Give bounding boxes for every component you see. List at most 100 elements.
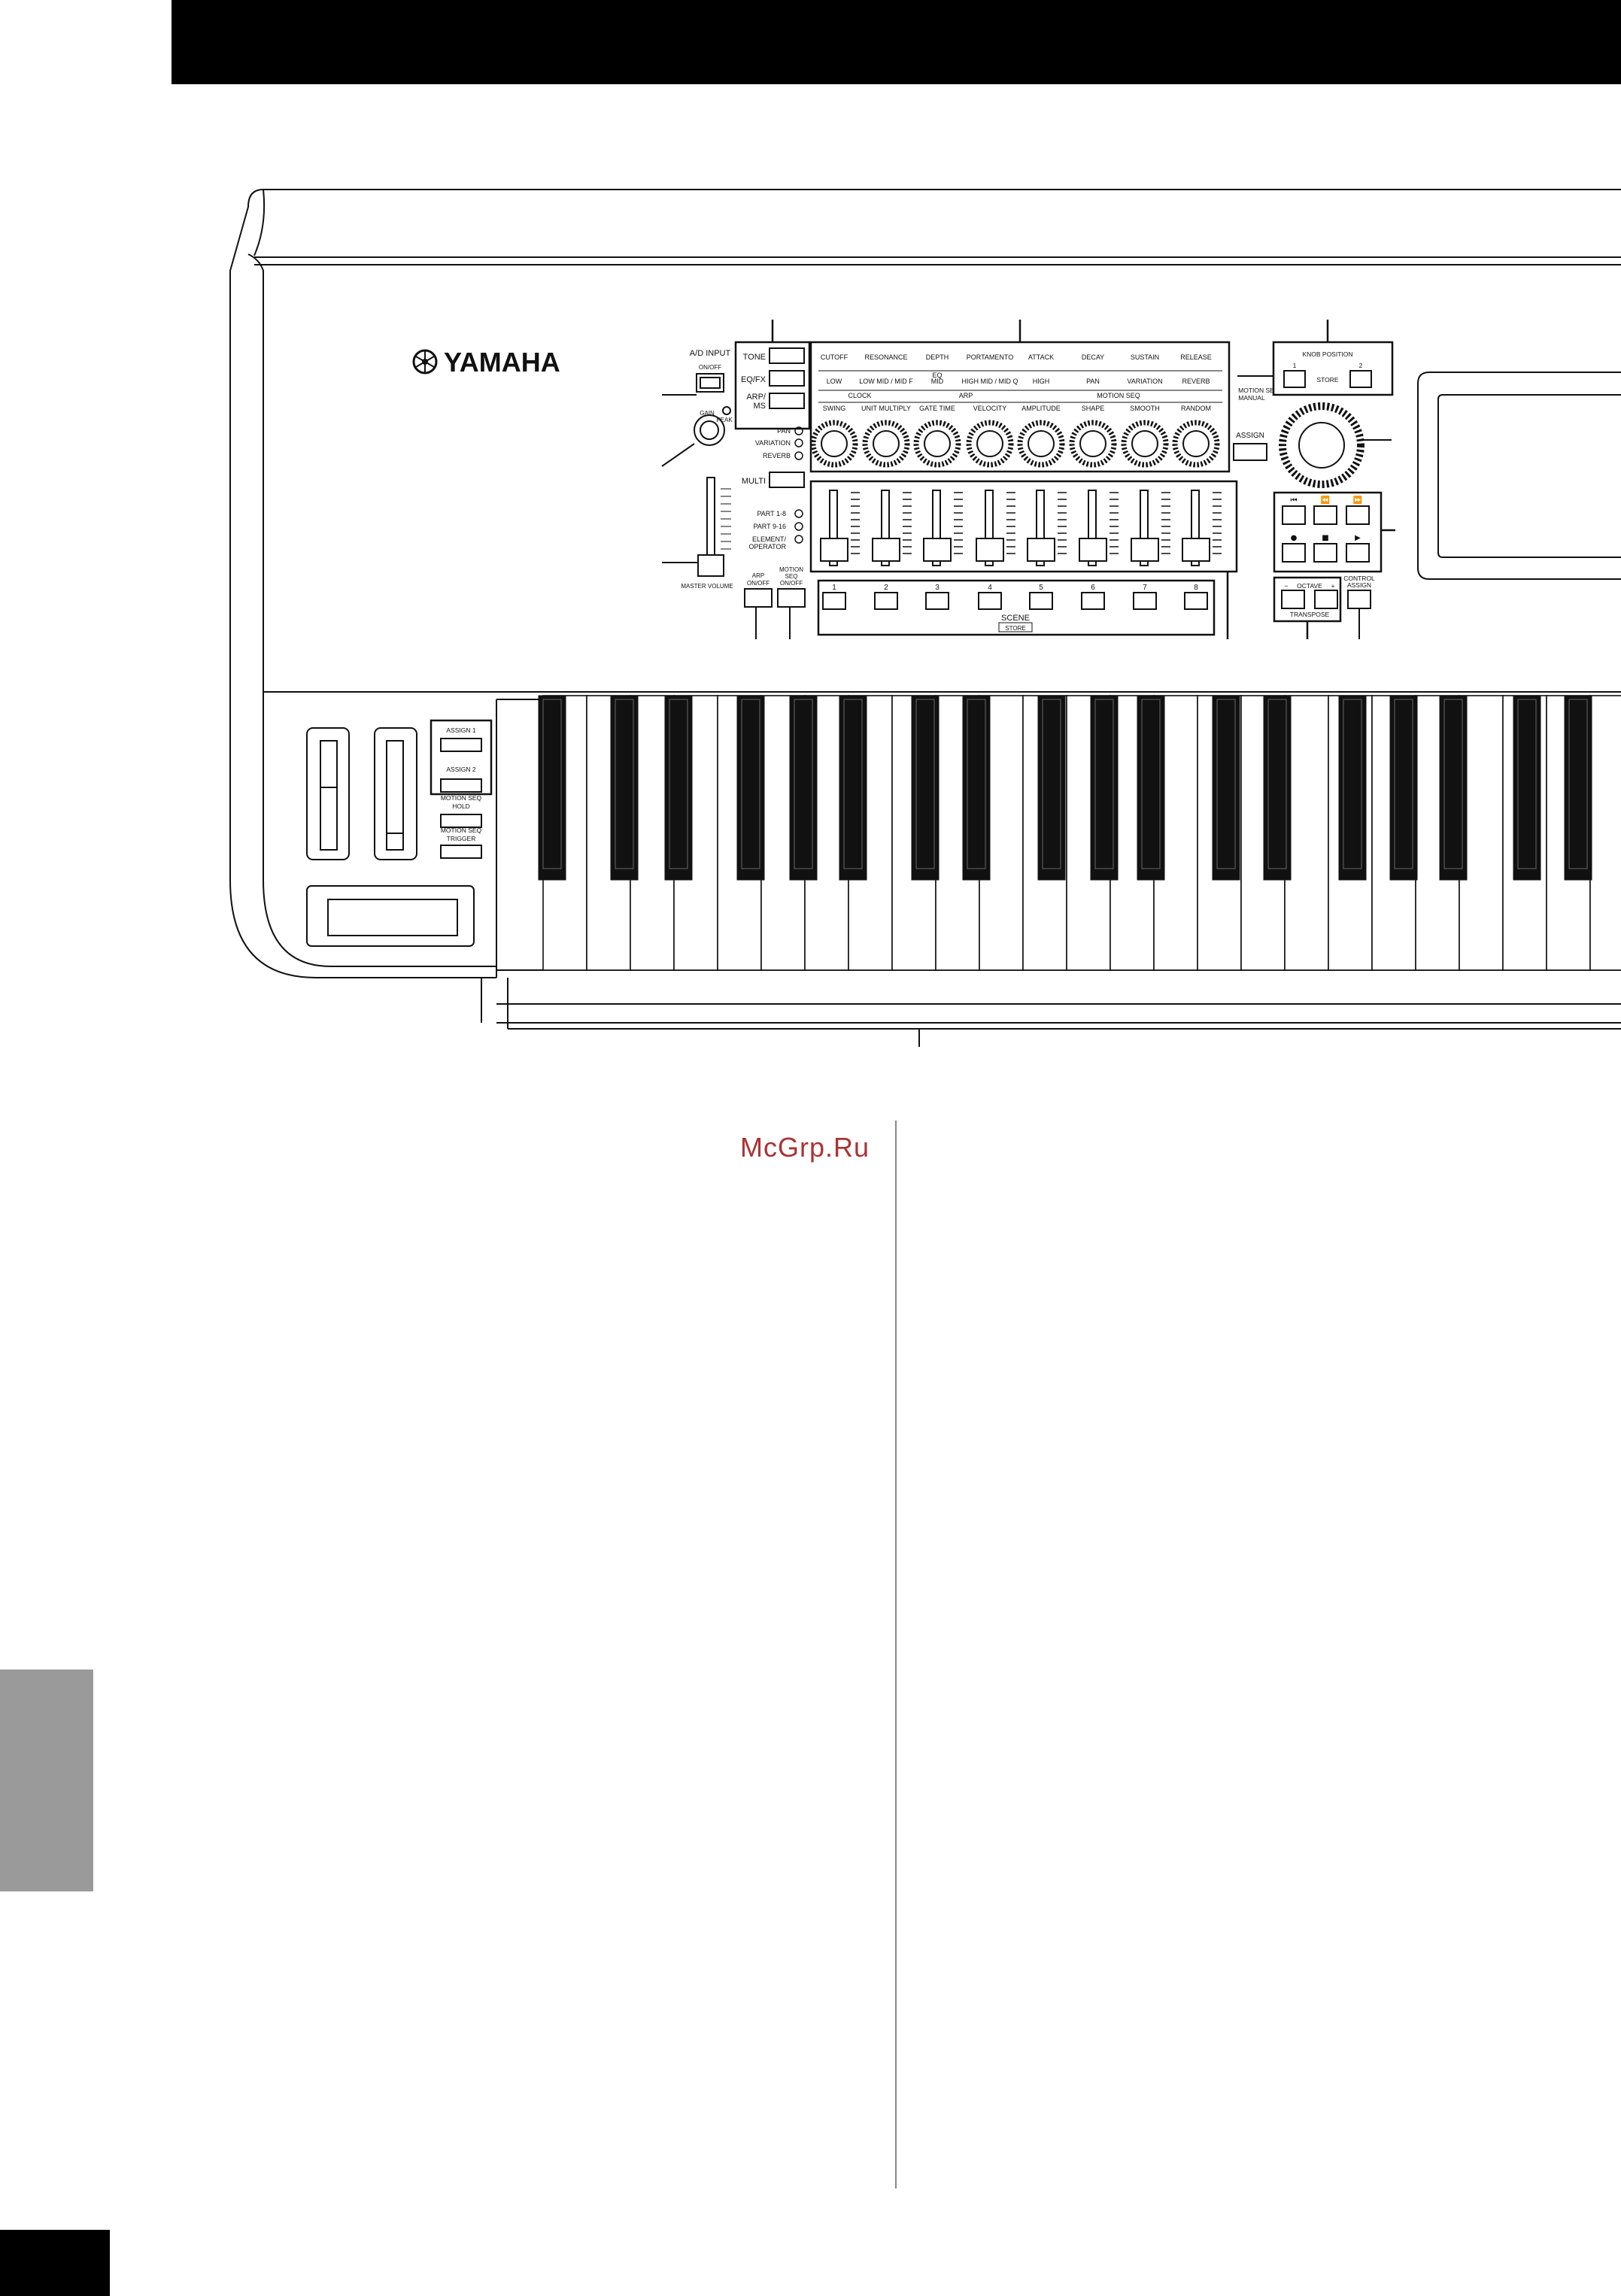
- rewind-icon: ⏪: [1321, 495, 1330, 505]
- scene-number: 4: [988, 584, 992, 592]
- ms-trigger-label: MOTION SEQ: [441, 826, 482, 834]
- scene-number: 7: [1143, 584, 1147, 592]
- scene-button[interactable]: [1081, 592, 1105, 610]
- slider-handle[interactable]: [820, 538, 848, 562]
- kp2-label: 2: [1359, 362, 1363, 369]
- knob-label: RELEASE: [1180, 353, 1212, 361]
- watermark: McGrp.Ru: [740, 1132, 870, 1163]
- ms-on-off-label-3: ON/OFF: [780, 580, 803, 587]
- octave-label: OCTAVE: [1297, 582, 1322, 590]
- ad-input-label: A/D INPUT: [690, 349, 731, 358]
- slider-track[interactable]: [1140, 490, 1149, 566]
- transpose-label: TRANSPOSE: [1290, 611, 1330, 618]
- knob[interactable]: [913, 420, 961, 468]
- slider-track[interactable]: [1036, 490, 1045, 566]
- knob-cap: [1131, 430, 1158, 457]
- scene-number: 6: [1091, 584, 1095, 592]
- ms-manual-label: MOTION SE: [1238, 387, 1274, 394]
- arp-ms-label: ARP/: [746, 393, 766, 402]
- scene-button[interactable]: [822, 592, 846, 610]
- knob[interactable]: [810, 420, 858, 468]
- slider-handle[interactable]: [1079, 538, 1107, 562]
- scene-button[interactable]: [925, 592, 949, 610]
- slider-track[interactable]: [829, 490, 838, 566]
- knob-label: RANDOM: [1181, 405, 1211, 412]
- knob[interactable]: [966, 420, 1014, 468]
- arp-on-off-label-2: ON/OFF: [747, 580, 770, 587]
- knob[interactable]: [1121, 420, 1169, 468]
- scene-button[interactable]: [874, 592, 898, 610]
- control-assign-label-2: ASSIGN: [1347, 581, 1371, 589]
- scene-number: 8: [1194, 584, 1198, 592]
- fast-forward-icon: ⏩: [1353, 495, 1362, 505]
- play-icon: ▶: [1355, 534, 1361, 542]
- knob-label: RESONANCE: [864, 353, 907, 361]
- page-number-box: [0, 2230, 110, 2296]
- slider-handle[interactable]: [923, 538, 952, 562]
- knob-label: HIGH MID / MID Q: [962, 378, 1018, 385]
- kp-store-label: STORE: [1316, 376, 1338, 384]
- slider-track[interactable]: [1088, 490, 1097, 566]
- jump-start-icon: ⏮: [1291, 496, 1298, 505]
- scene-number: 5: [1039, 584, 1043, 592]
- knob-label: HIGH: [1033, 378, 1050, 385]
- octave-minus: −: [1285, 582, 1289, 590]
- knob-position-label: KNOB POSITION: [1302, 350, 1352, 358]
- scene-button[interactable]: [1133, 592, 1157, 610]
- element-label: ELEMENT/: [752, 535, 787, 543]
- slider-track[interactable]: [1191, 490, 1200, 566]
- scene-label: SCENE: [1001, 614, 1030, 623]
- kp1-label: 1: [1293, 362, 1297, 369]
- knob-label: PAN: [1086, 378, 1100, 385]
- knob-label: VARIATION: [1127, 378, 1162, 385]
- knob-label: MID: [931, 378, 944, 385]
- scene-number: 2: [884, 584, 888, 592]
- eq-fx-label: EQ/FX: [741, 375, 766, 384]
- slider-track[interactable]: [985, 490, 994, 566]
- slider-track[interactable]: [881, 490, 890, 566]
- knob[interactable]: [1069, 420, 1117, 468]
- knob-cap: [1182, 430, 1210, 457]
- knob-label: DEPTH: [926, 353, 949, 361]
- knob[interactable]: [862, 420, 910, 468]
- keyboard-panel-diagram: ASSIGN 1 ASSIGN 2 MOTION SEQ HOLD MOTION…: [229, 189, 1621, 1047]
- section-tab: [0, 1670, 93, 1891]
- knob-label: CUTOFF: [821, 353, 848, 361]
- slider-handle[interactable]: [872, 538, 900, 562]
- stop-icon: ■: [1322, 534, 1328, 542]
- knob-label: SHAPE: [1082, 405, 1105, 412]
- scene-button[interactable]: [978, 592, 1002, 610]
- slider-handle[interactable]: [976, 538, 1004, 562]
- knob-cap: [1079, 430, 1106, 457]
- arp-on-off-label: ARP: [752, 572, 764, 579]
- slider-handle[interactable]: [1027, 538, 1055, 562]
- knob-cap: [1028, 430, 1055, 457]
- ms-hold-label: MOTION SEQ: [441, 794, 482, 802]
- knob-cap: [873, 430, 900, 457]
- knob-label: VELOCITY: [973, 405, 1007, 412]
- knob-cap: [976, 430, 1003, 457]
- multi-label: MULTI: [742, 477, 766, 486]
- eq-header: EQ: [932, 372, 942, 379]
- ms-on-off-label: MOTION: [779, 566, 803, 573]
- knob[interactable]: [1017, 420, 1065, 468]
- ms-on-off-label-2: SEQ: [785, 573, 798, 580]
- scene-button[interactable]: [1184, 592, 1208, 610]
- operator-label: OPERATOR: [748, 543, 786, 550]
- knob[interactable]: [1172, 420, 1220, 468]
- tone-label: TONE: [743, 353, 766, 362]
- knob-label: REVERB: [1182, 378, 1210, 385]
- knob-label: AMPLITUDE: [1021, 405, 1061, 412]
- master-volume-label: MASTER VOLUME: [681, 583, 733, 590]
- assign-label: ASSIGN: [1236, 432, 1264, 440]
- slider-handle[interactable]: [1182, 538, 1210, 562]
- arp-header: ARP: [959, 392, 973, 399]
- scene-button[interactable]: [1029, 592, 1053, 610]
- slider-track[interactable]: [932, 490, 941, 566]
- octave-plus: +: [1331, 582, 1335, 590]
- brand-name: YAMAHA: [444, 347, 560, 378]
- knob-label: SUSTAIN: [1131, 353, 1159, 361]
- knob-label: LOW: [827, 378, 842, 385]
- knob-label: DECAY: [1082, 353, 1104, 361]
- slider-handle[interactable]: [1131, 538, 1159, 562]
